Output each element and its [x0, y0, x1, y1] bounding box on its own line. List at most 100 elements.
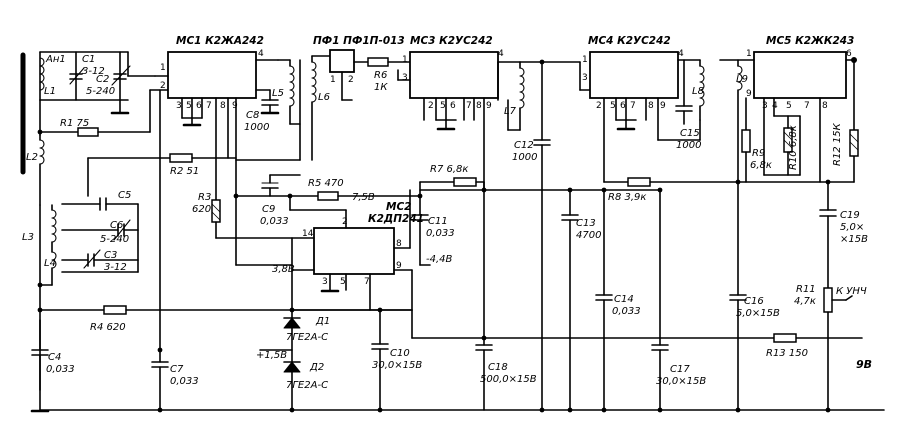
pin-mc5-3: 3 — [762, 101, 768, 111]
pin-mc2-9: 9 — [396, 261, 402, 271]
pin-mc1-1: 1 — [160, 63, 166, 73]
pin-mc3-6: 6 — [450, 101, 456, 111]
pin-pf-2: 2 — [348, 75, 354, 85]
r1-r2 — [39, 89, 237, 197]
pin-mc4-1: 1 — [582, 55, 588, 65]
label-r8: R8 3,9к — [608, 192, 646, 203]
label-c1a: C1 — [82, 54, 95, 65]
pin-mc5-8: 8 — [822, 101, 828, 111]
pin-mc2-7: 7 — [364, 277, 370, 287]
pin-mc4-4: 4 — [678, 49, 684, 59]
label-r1: R1 75 — [60, 118, 89, 129]
r3 — [211, 199, 293, 239]
label-c10a: C10 — [390, 348, 410, 359]
label-r10: R10 6,8к — [788, 125, 799, 170]
ic-mc2 — [235, 174, 431, 311]
pin-mc3-5: 5 — [440, 101, 446, 111]
label-l7: L7 — [504, 106, 517, 117]
pin-mc1-9: 9 — [232, 101, 238, 111]
label-c14a: C14 — [614, 294, 634, 305]
pin-mc1-7: 7 — [206, 101, 212, 111]
label-v15: +1,5В — [256, 350, 287, 361]
pin-mc4-9: 9 — [660, 101, 666, 111]
label-c12b: 1000 — [512, 152, 537, 163]
pin-mc2-3: 3 — [322, 277, 328, 287]
label-mc4: МС4 К2УС242 — [588, 35, 671, 47]
label-r11a: R11 — [796, 284, 816, 295]
junctions — [37, 57, 857, 413]
pin-mc3-4: 4 — [498, 49, 504, 59]
label-mc2-b: К2ДП241 — [368, 213, 424, 225]
label-mc1: МС1 К2ЖА242 — [176, 35, 264, 47]
label-c18a: C18 — [488, 362, 508, 373]
pin-mc5-9: 9 — [746, 89, 752, 99]
label-l3: L3 — [22, 232, 34, 243]
label-r6a: R6 — [374, 70, 387, 81]
ic-mc4 — [589, 51, 705, 411]
label-c17a: C17 — [670, 364, 690, 375]
label-l5: L5 — [272, 88, 284, 99]
label-r5: R5 470 — [308, 178, 344, 189]
label-l2: L2 — [26, 152, 38, 163]
label-c16a: C16 — [744, 296, 764, 307]
antenna-section — [20, 51, 156, 175]
label-c12a: C12 — [514, 140, 534, 151]
label-c6b: 5-240 — [100, 234, 129, 245]
label-l4: L4 — [44, 258, 56, 269]
label-r2: R2 51 — [170, 166, 199, 177]
label-v44: -4,4В — [426, 254, 453, 265]
pin-mc1-5: 5 — [186, 101, 192, 111]
label-c10b: 30,0×15В — [372, 360, 422, 371]
pin-mc2-2: 2 — [342, 217, 348, 227]
label-c4b: 0,033 — [46, 364, 75, 375]
pin-mc5-7: 7 — [804, 101, 810, 111]
label-c11b: 0,033 — [426, 228, 455, 239]
label-mc2-a: МС2 — [386, 201, 411, 213]
pin-mc1-2: 2 — [160, 81, 166, 91]
label-r4: R4 620 — [90, 322, 126, 333]
pin-mc4-6: 6 — [620, 101, 626, 111]
ic-mc1 — [154, 51, 301, 266]
pin-mc1-3: 3 — [176, 101, 182, 111]
label-c15a: C15 — [680, 128, 700, 139]
pin-mc5-1: 1 — [746, 49, 752, 59]
pin-mc4-2: 2 — [596, 101, 602, 111]
label-pf1: ПФ1 ПФ1П-013 — [313, 35, 405, 47]
label-v9: 9В — [856, 358, 872, 371]
label-r9b: 6,8к — [750, 160, 772, 171]
pin-mc2-5: 5 — [340, 277, 346, 287]
pin-mc3-2: 2 — [428, 101, 434, 111]
pin-mc5-5: 5 — [786, 101, 792, 111]
pin-mc3-9: 9 — [486, 101, 492, 111]
label-c14b: 0,033 — [612, 306, 641, 317]
pin-mc4-7: 7 — [630, 101, 636, 111]
label-c7a: C7 — [170, 364, 184, 375]
bias-rail — [419, 177, 855, 411]
pin-mc5-4: 4 — [772, 101, 778, 111]
label-c15b: 1000 — [676, 140, 701, 151]
ic-mc3 — [397, 51, 591, 411]
pin-mc3-1: 1 — [402, 55, 408, 65]
label-r3b: 620 — [192, 204, 211, 215]
pin-mc1-8: 8 — [220, 101, 226, 111]
label-r7: R7 6,8к — [430, 164, 468, 175]
label-d1a: Д1 — [315, 316, 330, 327]
label-c4a: C4 — [48, 352, 61, 363]
pin-mc2-14: 14 — [302, 229, 314, 239]
pin-mc5-6: 6 — [846, 49, 852, 59]
labels: МС1 К2ЖА242 ПФ1 ПФ1П-013 МС3 К2УС242 МС4… — [22, 35, 872, 391]
filter-pf1 — [235, 49, 411, 161]
label-r13: R13 150 — [766, 348, 808, 359]
label-c8a: C8 — [246, 110, 259, 121]
label-r11b: 4,7к — [794, 296, 816, 307]
input-coils — [39, 99, 139, 391]
label-to-amp: К УНЧ — [836, 286, 867, 297]
label-c3b: 3-12 — [104, 262, 127, 273]
label-c16b: 5,0×15В — [736, 308, 780, 319]
supply-rails — [30, 89, 885, 413]
label-c8b: 1000 — [244, 122, 269, 133]
label-mc5: МС5 К2ЖК243 — [766, 35, 854, 47]
label-antenna: Ан1 — [45, 54, 66, 65]
label-d1b: 7ГЕ2А-С — [286, 332, 328, 343]
